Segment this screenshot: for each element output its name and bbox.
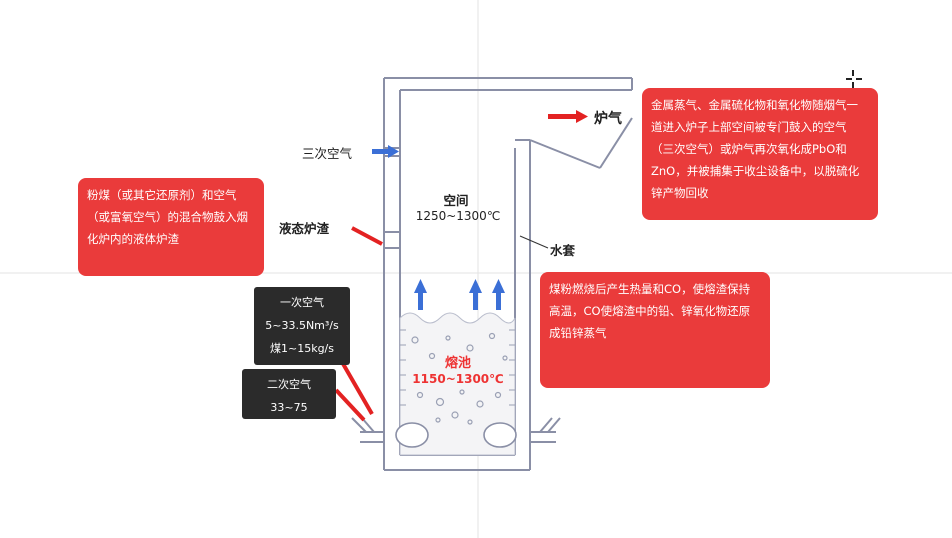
- secondary-air-value: 33~75: [270, 401, 308, 414]
- upflow-arrows: [414, 279, 505, 310]
- molten-pool-label: 熔池: [444, 356, 471, 371]
- primary-air-title: 一次空气: [280, 296, 324, 309]
- furnace-gas-label: 炉气: [594, 111, 622, 127]
- secondary-air-box: 二次空气 33~75: [242, 369, 336, 419]
- tertiary-air-label: 三次空气: [302, 146, 353, 161]
- space-temp-label: 1250~1300℃: [415, 209, 501, 223]
- left-tuyere: [395, 422, 429, 448]
- water-jacket-label: 水套: [550, 243, 576, 258]
- right-tuyere: [483, 422, 517, 448]
- molten-pool-area: [399, 312, 516, 456]
- tertiary-air-arrow: [372, 145, 399, 158]
- primary-air-line1: 5~33.5Nm³/s: [265, 319, 339, 332]
- secondary-air-line: [334, 388, 366, 422]
- note-left: 粉煤（或其它还原剂）和空气（或富氧空气）的混合物鼓入烟化炉内的液体炉渣: [78, 178, 264, 276]
- note-right: 煤粉燃烧后产生热量和CO，使熔渣保持高温，CO使熔渣中的铅、锌氧化物还原成铅锌蒸…: [540, 272, 770, 388]
- space-label: 空间: [443, 193, 469, 208]
- primary-air-line2: 煤1~15kg/s: [269, 342, 334, 355]
- liquid-slag-label: 液态炉渣: [279, 221, 330, 236]
- furnace-gas-arrow: [548, 110, 588, 123]
- molten-pool-temp-label: 1150~1300℃: [412, 372, 504, 386]
- liquid-slag-pointer: [351, 226, 383, 246]
- sparkle-icon: [846, 70, 862, 88]
- note-top-right: 金属蒸气、金属硫化物和氧化物随烟气一道进入炉子上部空间被专门鼓入的空气（三次空气…: [642, 88, 878, 220]
- primary-air-box: 一次空气 5~33.5Nm³/s 煤1~15kg/s: [254, 287, 350, 365]
- pool-scale-marks: [400, 329, 515, 406]
- secondary-air-title: 二次空气: [267, 378, 311, 391]
- bubbles: [411, 332, 508, 425]
- primary-air-line: [340, 361, 374, 415]
- water-jacket-pointer: [519, 235, 549, 249]
